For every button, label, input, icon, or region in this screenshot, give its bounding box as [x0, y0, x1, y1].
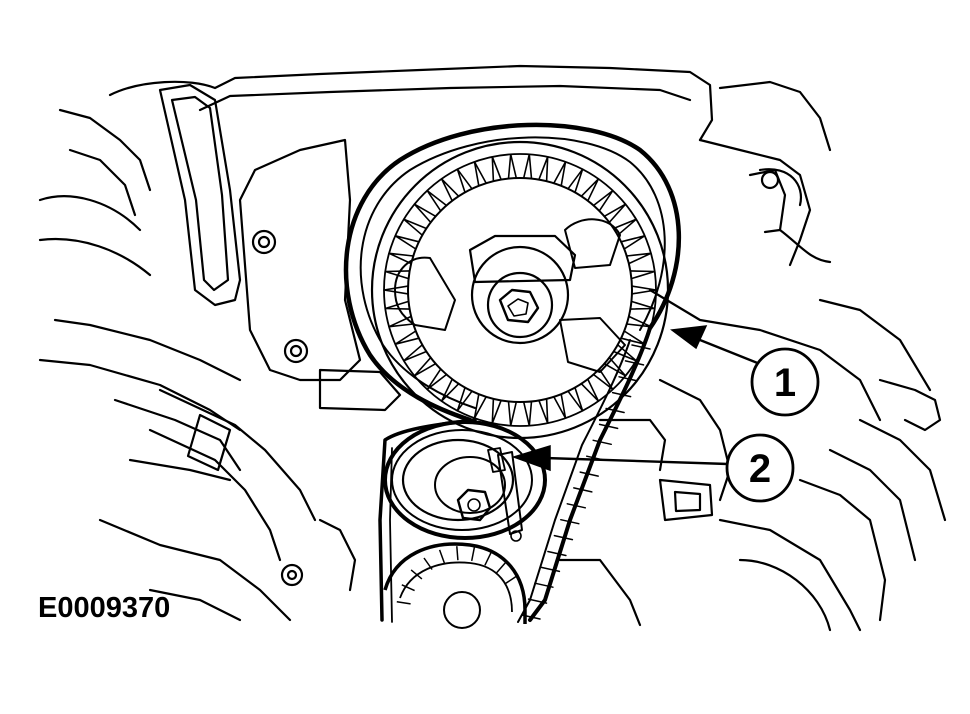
- sprocket-tooth: [580, 178, 600, 202]
- sprocket-tooth: [553, 394, 567, 419]
- sprocket-tooth: [384, 300, 410, 310]
- belt-tooth: [631, 344, 651, 350]
- crankshaft-sprocket: [383, 542, 527, 629]
- callout-2-circle: [725, 433, 795, 503]
- sprocket-tooth: [620, 235, 646, 250]
- belt-tooth: [611, 391, 632, 398]
- sprocket-tooth: [507, 401, 518, 427]
- sprocket-tooth: [604, 203, 627, 223]
- belt-tooth: [579, 471, 599, 477]
- crank-tooth: [396, 600, 411, 605]
- sprocket-tooth: [440, 378, 460, 402]
- crank-tooth: [495, 562, 507, 574]
- sprocket-tooth: [630, 300, 656, 310]
- sprocket-tooth: [630, 270, 656, 280]
- sprocket-tooth: [567, 168, 584, 193]
- timing-belt: [343, 122, 682, 623]
- sprocket-tooth: [473, 394, 487, 419]
- engine-block-outline: [38, 64, 947, 632]
- sprocket-tooth: [538, 398, 549, 424]
- sprocket-tooth: [553, 161, 567, 186]
- sprocket-tooth: [383, 285, 409, 295]
- sprocket-tooth: [394, 330, 420, 345]
- sprocket-tooth: [567, 387, 584, 412]
- sprocket-tooth: [388, 315, 414, 328]
- belt-tooth: [540, 566, 561, 573]
- belt-tooth: [527, 598, 548, 604]
- belt-tooth: [566, 503, 587, 509]
- belt-tooth: [553, 534, 574, 541]
- sprocket-tooth: [593, 368, 614, 391]
- sprocket-tooth: [456, 387, 473, 412]
- callout-1-arrowhead: [670, 325, 708, 350]
- callout-1-circle: [750, 347, 820, 417]
- belt-tooth: [598, 423, 619, 430]
- sprocket-tooth: [403, 344, 427, 362]
- callout-2-number: 2: [749, 447, 771, 491]
- belt-tooth: [605, 407, 625, 414]
- crank-tooth: [438, 549, 446, 564]
- sprocket-tooth: [538, 156, 549, 182]
- crank-tooth: [456, 546, 459, 561]
- sprocket-tooth: [426, 189, 447, 212]
- sprocket-tooth: [620, 330, 646, 345]
- belt-tooth: [624, 360, 645, 366]
- crank-tooth: [401, 584, 415, 592]
- callout-2-arrowhead: [511, 444, 551, 472]
- sprocket-tooth: [507, 153, 518, 179]
- crank-tooth: [423, 557, 433, 570]
- callout-1-number: 1: [774, 361, 796, 405]
- sprocket-tooth: [440, 178, 460, 202]
- sprocket-tooth: [522, 153, 533, 179]
- sprocket-tooth: [413, 357, 436, 377]
- camshaft-sprocket: [370, 140, 670, 440]
- sprocket-tooth: [580, 378, 600, 402]
- sprocket-tooth: [491, 398, 502, 424]
- sprocket-tooth: [473, 161, 487, 186]
- sprocket-tooth: [456, 168, 473, 193]
- belt-tooth: [547, 550, 567, 557]
- sprocket-tooth: [403, 218, 427, 236]
- callout-2: 2: [511, 433, 795, 503]
- sprocket-tooth: [631, 285, 657, 295]
- crank-tooth: [470, 547, 476, 562]
- sprocket-tooth: [613, 218, 637, 236]
- sprocket-tooth: [626, 252, 652, 265]
- callout-1: 1: [670, 325, 820, 417]
- belt-tooth: [534, 582, 554, 588]
- sprocket-tooth: [491, 156, 502, 182]
- figure-id-label: E0009370: [38, 592, 171, 624]
- callout-2-leader: [544, 456, 729, 466]
- belt-tooth: [618, 376, 638, 382]
- sprocket-tooth: [604, 357, 627, 377]
- tensioner-pulley: [383, 420, 547, 542]
- sprocket-tooth: [593, 189, 614, 212]
- belt-tooth: [560, 518, 580, 525]
- sprocket-tooth: [384, 270, 410, 280]
- crank-tooth: [505, 575, 518, 585]
- callout-1-leader: [689, 334, 761, 366]
- crank-tooth: [484, 552, 492, 566]
- sprocket-tooth: [388, 252, 414, 265]
- sprocket-tooth: [522, 401, 533, 427]
- belt-tooth: [573, 487, 593, 493]
- crank-tooth: [410, 569, 423, 580]
- sprocket-tooth: [413, 203, 436, 223]
- sprocket-tooth: [426, 368, 447, 391]
- sprocket-tooth: [394, 235, 420, 250]
- belt-tooth: [592, 439, 612, 446]
